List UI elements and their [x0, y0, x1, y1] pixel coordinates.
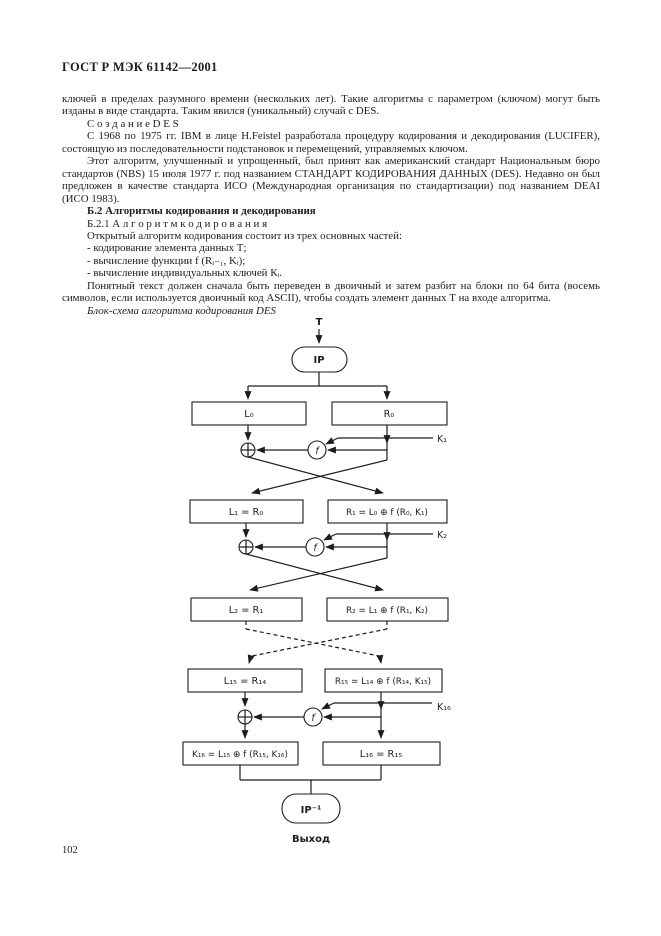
key-k16-label: K₁₆	[437, 702, 451, 713]
svg-text:R₂ = L₁ ⊕ f (R₁, K₂): R₂ = L₁ ⊕ f (R₁, K₂)	[346, 606, 428, 616]
key-k2-label: K₂	[437, 530, 447, 541]
connector-lines	[239, 372, 433, 794]
svg-text:L₁₅ = R₁₄: L₁₅ = R₁₄	[224, 676, 266, 687]
input-t-label: T	[316, 317, 323, 328]
xor-node-2	[238, 539, 254, 555]
dashed-skip-lines	[245, 621, 388, 664]
f-node-16: f	[303, 707, 323, 727]
r0-box: R₀	[331, 401, 448, 426]
xor-node-1	[240, 442, 256, 458]
svg-text:L₁₆ = R₁₅: L₁₆ = R₁₅	[360, 749, 402, 760]
list-item-function: - вычисление функции f (Rᵢ₋₁, Kᵢ);	[87, 254, 246, 267]
svg-text:K₁₆ = L₁₅ ⊕ f (R₁₅, K₁₆): K₁₆ = L₁₅ ⊕ f (R₁₅, K₁₆)	[192, 750, 288, 760]
svg-text:f: f	[311, 713, 316, 724]
paragraph-key-validity: ключей в пределах разумного времени (нес…	[62, 93, 600, 118]
r1-box: R₁ = L₀ ⊕ f (R₀, K₁)	[327, 499, 448, 524]
list-item-coding: - кодирование элемента данных Т;	[87, 242, 247, 255]
ip-inverse-node: IP⁻¹	[281, 793, 341, 824]
page-number: 102	[62, 845, 78, 856]
svg-text:R₁ = L₀ ⊕ f (R₀, K₁): R₁ = L₀ ⊕ f (R₀, K₁)	[346, 508, 428, 518]
k16-result-box: K₁₆ = L₁₅ ⊕ f (R₁₅, K₁₆)	[182, 741, 299, 766]
arrow-lines	[241, 329, 391, 739]
svg-text:R₀: R₀	[384, 409, 395, 420]
svg-text:L₂ = R₁: L₂ = R₁	[229, 605, 264, 616]
key-k1-label: K₁	[437, 434, 447, 445]
svg-text:f: f	[313, 543, 318, 554]
paragraph-three-parts: Открытый алгоритм кодирования состоит из…	[87, 229, 402, 242]
l0-box: L₀	[191, 401, 307, 426]
l2-box: L₂ = R₁	[190, 597, 303, 622]
l15-box: L₁₅ = R₁₄	[187, 668, 303, 693]
section-b2-heading: Б.2 Алгоритмы кодирования и декодировани…	[87, 205, 316, 218]
paragraph-nbs-standard: Этот алгоритм, улучшенный и упрощенный, …	[62, 155, 600, 205]
des-flowchart: T IP L₀ R₀ f K₁ L₁ = R₀	[182, 317, 451, 845]
standard-number-header: ГОСТ Р МЭК 61142—2001	[62, 60, 218, 74]
paragraph-ibm-lucifer: С 1968 по 1975 гг. IBM в лице H.Feistel …	[62, 130, 600, 155]
r2-box: R₂ = L₁ ⊕ f (R₁, K₂)	[326, 597, 449, 622]
output-label: Выход	[292, 834, 330, 845]
xor-node-16	[237, 709, 253, 725]
body-text: ключей в пределах разумного времени (нес…	[62, 93, 600, 317]
svg-text:L₀: L₀	[244, 409, 253, 420]
l16-box: L₁₆ = R₁₅	[322, 741, 441, 766]
svg-text:IP⁻¹: IP⁻¹	[301, 805, 322, 816]
list-item-keys: - вычисление индивидуальных ключей Кᵢ.	[87, 267, 282, 280]
svg-text:R₁₅ = L₁₄ ⊕ f (R₁₄, K₁₅): R₁₅ = L₁₄ ⊕ f (R₁₄, K₁₅)	[335, 677, 431, 687]
l1-box: L₁ = R₀	[189, 499, 304, 524]
f-node-2: f	[305, 537, 325, 557]
svg-text:IP: IP	[313, 355, 324, 366]
f-node-1: f	[307, 440, 327, 460]
paragraph-plaintext-blocks: Понятный текст должен сначала быть перев…	[62, 279, 600, 305]
r15-box: R₁₅ = L₁₄ ⊕ f (R₁₄, K₁₅)	[324, 668, 443, 693]
figure-caption: Блок-схема алгоритма кодирования DES	[87, 304, 276, 317]
section-b21-heading: Б.2.1 А л г о р и т м к о д и р о в а н …	[87, 217, 268, 230]
ip-node: IP	[291, 346, 348, 373]
heading-creation-des: С о з д а н и е D E S	[87, 117, 179, 130]
svg-text:L₁ = R₀: L₁ = R₀	[229, 507, 264, 518]
svg-text:f: f	[315, 446, 320, 457]
